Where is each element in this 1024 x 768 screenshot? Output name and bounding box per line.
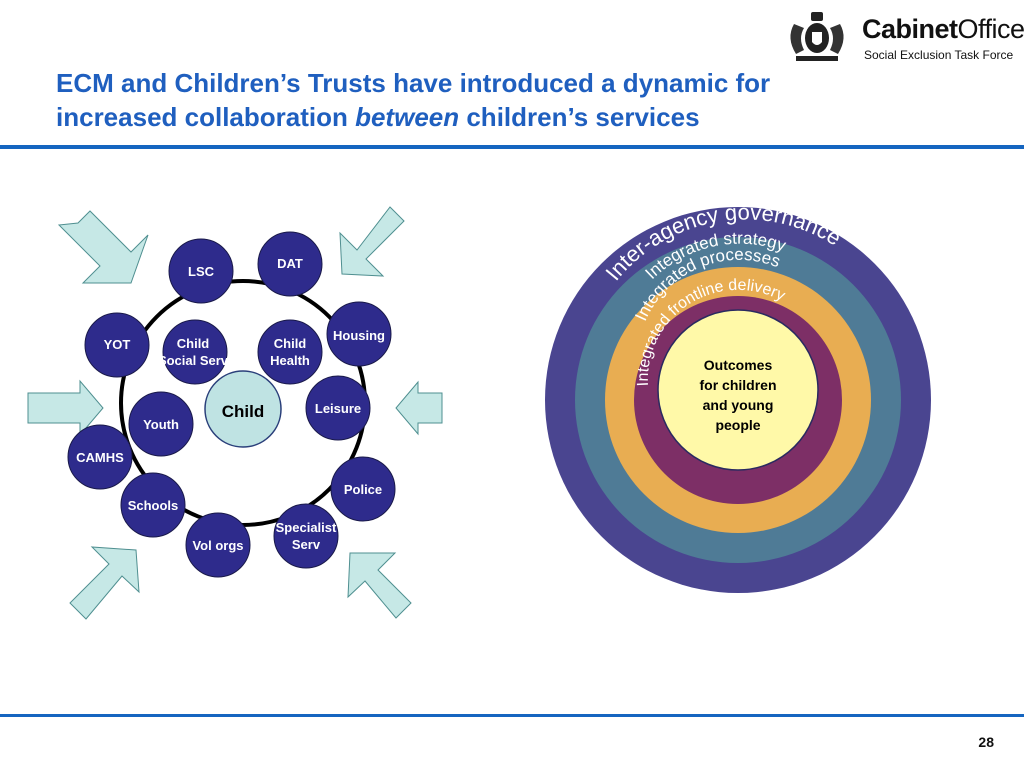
arrow-top-right bbox=[339, 206, 405, 277]
outcomes-line-3: and young bbox=[703, 397, 774, 413]
page-number: 28 bbox=[978, 734, 994, 750]
outcomes-line-1: Outcomes bbox=[704, 357, 773, 373]
node-vol-orgs bbox=[185, 512, 251, 578]
logo-subtitle: Social Exclusion Task Force bbox=[864, 48, 1014, 62]
label-child-social-2: Social Serv bbox=[158, 353, 229, 368]
logo-word-bold: Cabinet bbox=[862, 14, 958, 44]
node-dat bbox=[257, 231, 323, 297]
label-dat: DAT bbox=[277, 256, 303, 271]
footer-rule bbox=[0, 714, 1024, 717]
title-line-2-start: increased collaboration bbox=[56, 102, 356, 132]
integration-rings-diagram: Inter-agency governance Integrated strat… bbox=[545, 200, 931, 593]
header-rule bbox=[0, 145, 1024, 149]
arrow-bottom-right bbox=[347, 552, 412, 619]
child-label: Child bbox=[222, 402, 265, 421]
outcomes-line-4: people bbox=[715, 417, 760, 433]
node-schools bbox=[120, 472, 186, 538]
royal-crest-icon bbox=[790, 12, 844, 61]
title-line-1: ECM and Children’s Trusts have introduce… bbox=[56, 68, 771, 98]
node-police bbox=[330, 456, 396, 522]
label-housing: Housing bbox=[333, 328, 385, 343]
child-node bbox=[204, 370, 282, 448]
label-child-social-1: Child bbox=[177, 336, 210, 351]
cabinet-office-logo: CabinetOffice Social Exclusion Task Forc… bbox=[782, 4, 1024, 64]
arrow-left bbox=[27, 379, 104, 437]
node-child-social-serv bbox=[162, 319, 228, 385]
node-camhs bbox=[67, 424, 133, 490]
title-emphasis: between bbox=[355, 102, 460, 132]
logo-wordmark: CabinetOffice bbox=[862, 14, 1024, 45]
services-diagram: Child LSC DAT YOT Child Social Serv Chil… bbox=[27, 206, 443, 620]
node-yot bbox=[84, 312, 150, 378]
label-child-health-1: Child bbox=[274, 336, 307, 351]
node-housing bbox=[326, 301, 392, 367]
label-youth: Youth bbox=[143, 417, 179, 432]
label-lsc: LSC bbox=[188, 264, 215, 279]
arrow-top-left bbox=[57, 210, 149, 284]
label-police: Police bbox=[344, 482, 382, 497]
label-camhs: CAMHS bbox=[76, 450, 124, 465]
node-leisure bbox=[305, 375, 371, 441]
label-leisure: Leisure bbox=[315, 401, 361, 416]
label-schools: Schools bbox=[128, 498, 179, 513]
arrow-right bbox=[395, 380, 443, 436]
outcomes-line-2: for children bbox=[699, 377, 776, 393]
label-specialist-2: Serv bbox=[292, 537, 321, 552]
label-child-health-2: Health bbox=[270, 353, 310, 368]
node-specialist-serv bbox=[273, 503, 339, 569]
node-lsc bbox=[168, 238, 234, 304]
arrow-bottom-left bbox=[69, 546, 140, 620]
label-yot: YOT bbox=[104, 337, 131, 352]
label-vol-orgs: Vol orgs bbox=[192, 538, 243, 553]
node-youth bbox=[128, 391, 194, 457]
label-specialist-1: Specialist bbox=[276, 520, 337, 535]
node-child-health bbox=[257, 319, 323, 385]
title-line-2-end: children’s services bbox=[459, 102, 700, 132]
slide-title: ECM and Children’s Trusts have introduce… bbox=[56, 66, 876, 134]
outcomes-center bbox=[657, 309, 819, 471]
logo-word-regular: Office bbox=[957, 14, 1024, 44]
